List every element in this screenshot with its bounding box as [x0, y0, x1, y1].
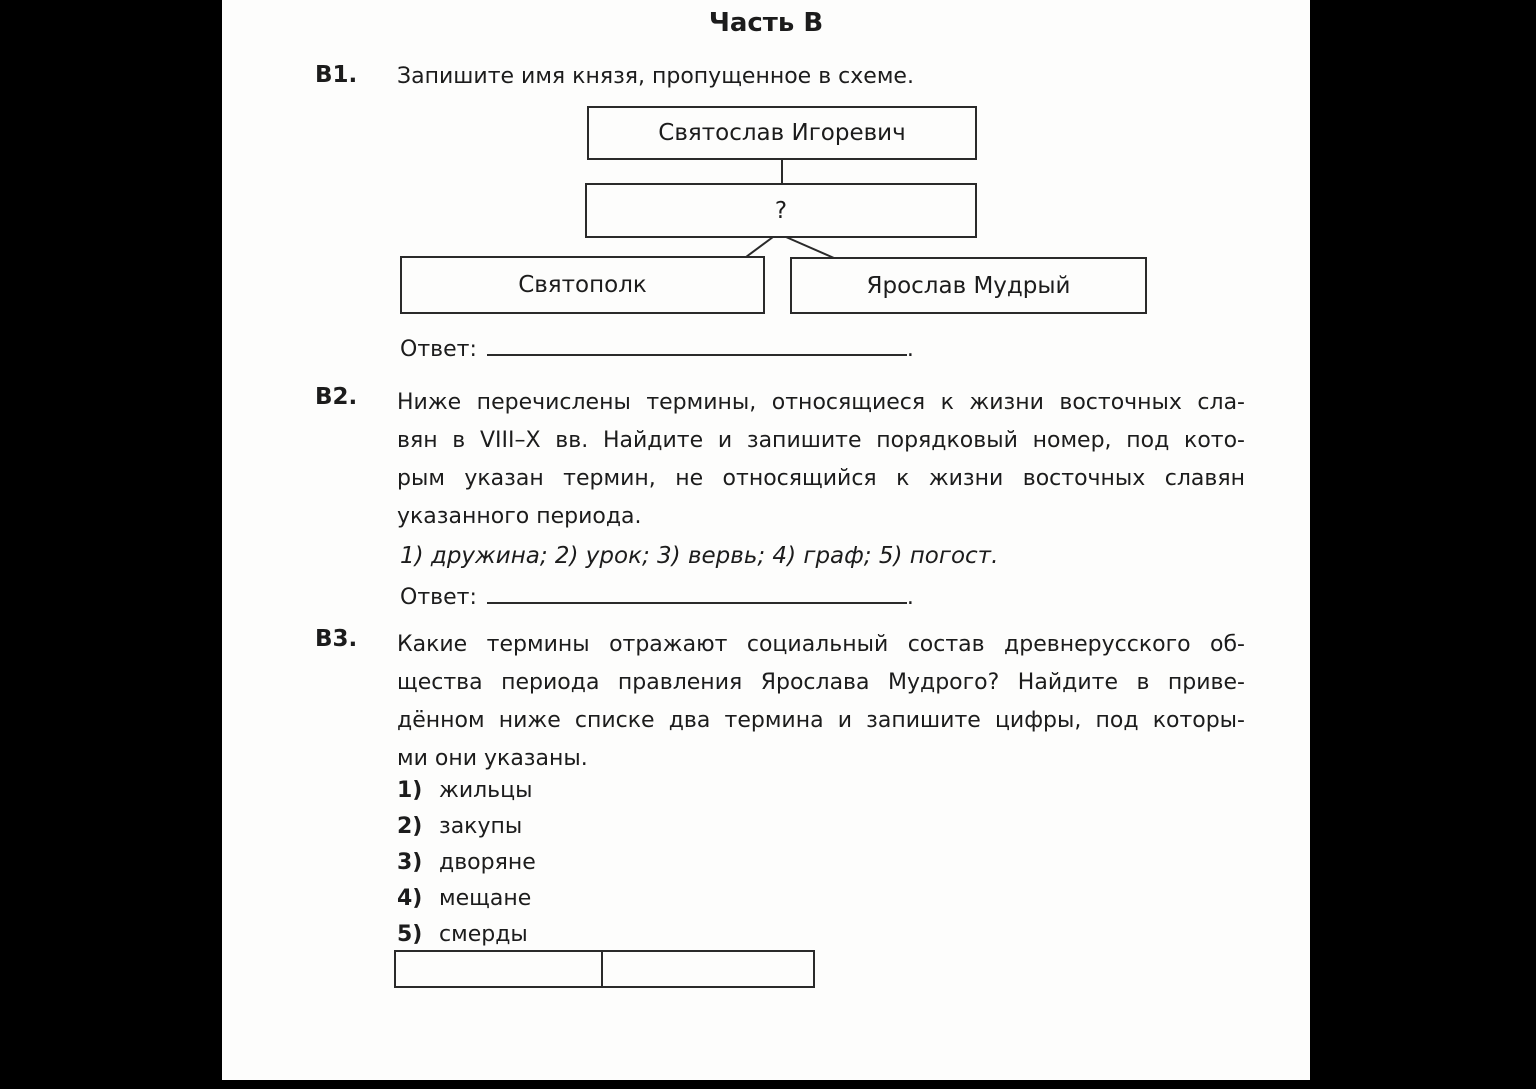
question-b3-text-line: щества периода правления Ярослава Мудрог… [397, 670, 1245, 695]
list-item-text: дворяне [439, 850, 536, 875]
answer-table-b3 [394, 950, 815, 988]
question-b3-text-line: ми они указаны. [397, 746, 588, 771]
diagram-box-missing: ? [585, 183, 977, 238]
document-page: Часть В В1. Запишите имя князя, пропущен… [222, 0, 1310, 1080]
answer-label-b1: Ответ: [400, 337, 477, 362]
answer-line-b1: Ответ:. [400, 334, 914, 362]
list-item-number: 1) [397, 778, 423, 803]
question-b2-text: Ниже перечислены термины, относящиеся к … [397, 384, 1245, 536]
question-b2-text-line: вян в VIII–X вв. Найдите и запишите поря… [397, 428, 1245, 453]
terms-list-b2: 1) дружина; 2) урок; 3) вервь; 4) граф; … [400, 543, 999, 569]
answer-table-cell [396, 952, 603, 986]
question-b2-text-line: указанного периода. [397, 504, 642, 529]
list-item-number: 5) [397, 922, 423, 947]
question-b2-text-line: рым указан термин, не относящийся к жизн… [397, 466, 1245, 491]
answer-table-cell [603, 952, 813, 986]
question-b2-text-line: Ниже перечислены термины, относящиеся к … [397, 390, 1245, 415]
question-b3-text: Какие термины отражают социальный состав… [397, 626, 1245, 778]
answer-blank-b1 [486, 334, 907, 356]
answer-suffix-b1: . [906, 337, 914, 362]
list-item: 3) дворяне [397, 850, 536, 875]
list-item-number: 3) [397, 850, 423, 875]
list-item: 5) смерды [397, 922, 528, 947]
diagram-box-top: Святослав Игоревич [587, 106, 977, 160]
list-item: 4) мещане [397, 886, 531, 911]
list-item: 2) закупы [397, 814, 522, 839]
list-item-text: жильцы [439, 778, 533, 803]
list-item-text: мещане [439, 886, 532, 911]
question-b3-text-line: Какие термины отражают социальный состав… [397, 632, 1245, 657]
answer-line-b2: Ответ:. [400, 582, 914, 610]
list-item: 1) жильцы [397, 778, 533, 803]
question-b1-label: В1. [315, 62, 358, 88]
list-item-number: 4) [397, 886, 423, 911]
question-b3-label: В3. [315, 626, 358, 652]
question-b1-text: Запишите имя князя, пропущенное в схеме. [397, 64, 914, 89]
answer-blank-b2 [486, 582, 907, 604]
diagram-box-left: Святополк [400, 256, 765, 314]
question-b2-label: В2. [315, 384, 358, 410]
list-item-number: 2) [397, 814, 423, 839]
list-item-text: закупы [439, 814, 523, 839]
list-item-text: смерды [439, 922, 528, 947]
diagram-box-right: Ярослав Мудрый [790, 257, 1147, 314]
answer-suffix-b2: . [906, 585, 914, 610]
question-b3-text-line: дённом ниже списке два термина и запишит… [397, 708, 1245, 733]
answer-label-b2: Ответ: [400, 585, 477, 610]
page-title: Часть В [708, 8, 824, 38]
